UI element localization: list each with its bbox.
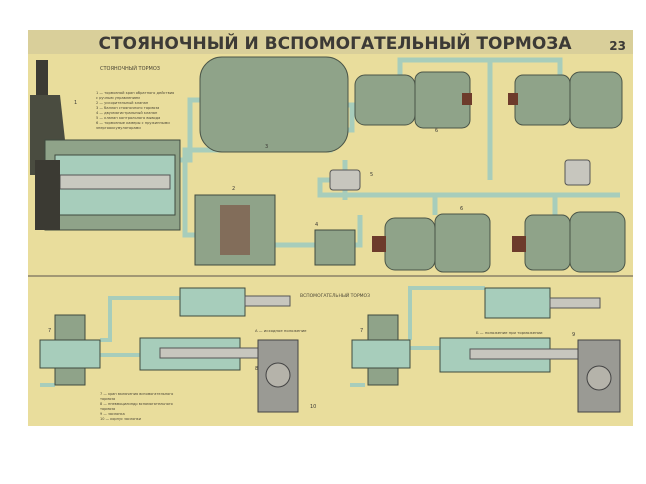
legend-item: с ручным управлением <box>96 96 140 100</box>
legend-item: тормоза <box>100 407 115 411</box>
spring-brake-chamber <box>508 71 623 129</box>
spring-brake-chamber: 6 <box>354 71 472 134</box>
spring-brake-chamber <box>512 211 626 273</box>
parking-legend: 1 — тормозной кран обратного действия с … <box>96 91 174 130</box>
exhaust-flap-b: 9 <box>572 332 621 413</box>
legend-item: энергоаккумуляторами <box>96 126 141 130</box>
legend-item: 3 — баллон стояночного тормоза <box>96 106 159 110</box>
auxiliary-section-title: ВСПОМОГАТЕЛЬНЫЙ ТОРМОЗ <box>300 292 370 299</box>
legend-item: 7 — кран включения вспомогательного <box>100 392 173 396</box>
part-number: 7 <box>48 328 51 334</box>
poster-title: СТОЯНОЧНЫЙ И ВСПОМОГАТЕЛЬНЫЙ ТОРМОЗА <box>98 32 572 54</box>
part-number: 1 <box>74 100 77 106</box>
legend-item: 2 — ускорительный клапан <box>96 101 149 105</box>
parking-brake-air-tank: 3 <box>199 56 349 153</box>
gearbox-with-brake <box>35 139 181 231</box>
part-number: 9 <box>572 332 575 338</box>
part-number: 2 <box>232 186 235 192</box>
auxiliary-cylinder-a: А — исходное положение 8 <box>139 287 307 372</box>
legend-item: 9 — заслонка <box>100 412 125 416</box>
part-number: 10 <box>310 404 316 410</box>
legend-item: 6 — тормозные камеры с пружинными <box>96 121 170 125</box>
state-a-label: А — исходное положение <box>255 328 307 333</box>
legend-item: 4 — двухмагистральный клапан <box>96 111 158 115</box>
spring-brake-chamber: 6 <box>372 206 491 273</box>
air-lines-auxiliary <box>40 286 485 387</box>
part-number: 7 <box>360 328 363 334</box>
accelerator-valve: 2 <box>194 186 276 266</box>
part-number: 3 <box>265 144 268 150</box>
auxiliary-legend: 7 — кран включения вспомогательного торм… <box>100 392 173 421</box>
auxiliary-brake-valve-b: 7 <box>351 314 411 386</box>
part-number: 4 <box>315 222 318 228</box>
part-number: 6 <box>435 128 438 134</box>
state-b-label: Б — положение при торможении <box>476 330 543 335</box>
part-number: 6 <box>460 206 463 212</box>
legend-item: 5 — клапан контрольного вывода <box>96 116 160 120</box>
legend-item: 10 — корпус заслонки <box>100 417 141 421</box>
exhaust-flap-a: 10 <box>257 339 316 413</box>
auxiliary-brake-valve-a: 7 <box>39 314 101 386</box>
sheet-number: 23 <box>609 39 626 53</box>
two-line-valve: 4 <box>314 222 356 266</box>
control-outlet-valve: 5 <box>329 159 591 191</box>
legend-item: 1 — тормозной кран обратного действия <box>96 91 174 95</box>
parking-section-title: СТОЯНОЧНЫЙ ТОРМОЗ <box>100 65 160 72</box>
part-number: 8 <box>255 366 258 372</box>
part-number: 5 <box>370 172 373 178</box>
legend-item: 8 — пневмоцилиндр вспомогательного <box>100 402 173 406</box>
legend-item: тормоза <box>100 397 115 401</box>
title-band <box>28 30 633 54</box>
